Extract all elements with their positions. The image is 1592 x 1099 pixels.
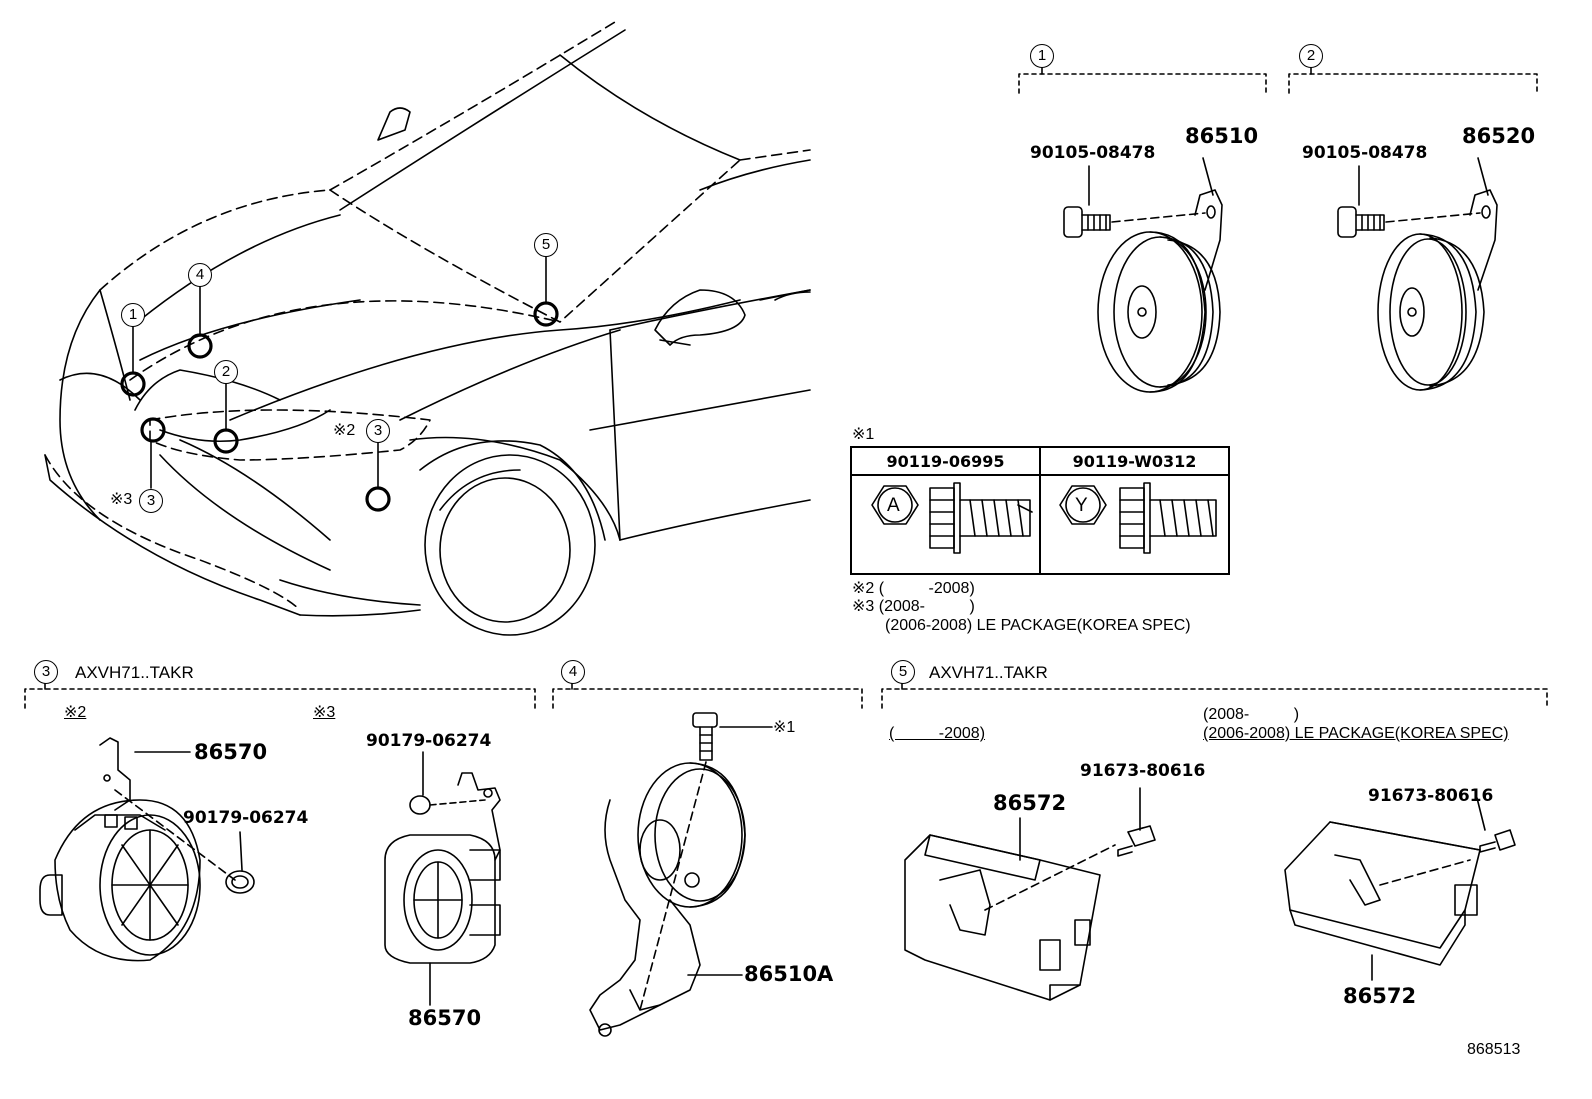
table-col2-mark: Y: [1075, 495, 1088, 516]
section5-bolt-right-label: 91673-80616: [1368, 786, 1494, 806]
fastener-table: 90119-06995 90119-W0312: [850, 446, 1230, 575]
legend-line-3: (2006-2008) LE PACKAGE(KOREA SPEC): [885, 617, 1191, 634]
legend-line-1: ※2 ( -2008): [852, 580, 975, 597]
section4-circle: 4: [561, 660, 585, 684]
section3-clip-right-label: 90179-06274: [366, 731, 492, 751]
section1-bolt-label: 90105-08478: [1030, 143, 1156, 163]
section5-circle: 5: [891, 660, 915, 684]
table-col1-mark: A: [887, 495, 900, 516]
car-note-3: ※3: [110, 491, 133, 508]
callout-4: 4: [188, 263, 212, 287]
section1-circle: 1: [1030, 44, 1054, 68]
car-illustration: [44, 21, 811, 636]
section4-bolt-note: ※1: [773, 719, 796, 736]
table-col2-picture: [1039, 474, 1230, 575]
callout-2: 2: [214, 360, 238, 384]
car-note-2: ※2: [333, 422, 356, 439]
section5-artwork: [881, 681, 1548, 1001]
section4-horn-label: 86510A: [744, 962, 834, 986]
section3-siren-left-label: 86570: [194, 740, 268, 764]
section2-bolt-label: 90105-08478: [1302, 143, 1428, 163]
callout-3-left: 3: [139, 489, 163, 513]
table-col1-part: 90119-06995: [850, 446, 1041, 476]
location-markers: [120, 301, 559, 512]
section4-artwork: [552, 681, 863, 1037]
section3-circle: 3: [34, 660, 58, 684]
section3-title: AXVH71..TAKR: [75, 663, 194, 682]
section5-range-right-2: (2006-2008) LE PACKAGE(KOREA SPEC): [1203, 725, 1509, 742]
diagram-id: 868513: [1467, 1041, 1521, 1058]
section1-horn-label: 86510: [1185, 124, 1259, 148]
section5-range-left: ( -2008): [889, 725, 986, 742]
section3-artwork: [24, 681, 536, 1006]
section5-range-right-1: (2008- ): [1203, 706, 1300, 723]
callout-5: 5: [534, 233, 558, 257]
section5-title: AXVH71..TAKR: [929, 663, 1048, 682]
car-callout-leaders: [132, 255, 547, 489]
table-note: ※1: [852, 426, 875, 443]
section3-note-left: ※2: [64, 704, 87, 721]
table-col1-picture: [850, 474, 1041, 575]
table-col2-part: 90119-W0312: [1039, 446, 1230, 476]
section5-ecu-right-label: 86572: [1343, 984, 1417, 1008]
section2-circle: 2: [1299, 44, 1323, 68]
callout-1: 1: [121, 303, 145, 327]
section5-bolt-left-label: 91673-80616: [1080, 761, 1206, 781]
section2-horn-label: 86520: [1462, 124, 1536, 148]
section3-note-right: ※3: [313, 704, 336, 721]
legend-line-2: ※3 (2008- ): [852, 598, 975, 615]
section1-artwork: [1018, 67, 1267, 393]
callout-3-right: 3: [366, 419, 390, 443]
section5-ecu-left-label: 86572: [993, 791, 1067, 815]
section3-siren-right-label: 86570: [408, 1006, 482, 1030]
section3-clip-left-label: 90179-06274: [183, 808, 309, 828]
section2-artwork: [1288, 67, 1538, 391]
